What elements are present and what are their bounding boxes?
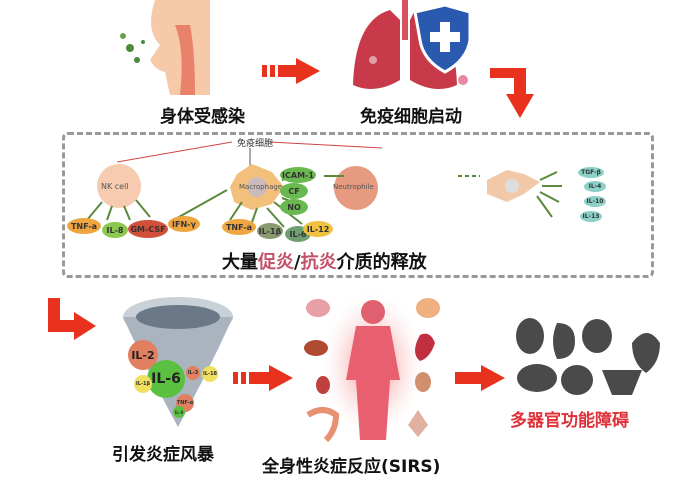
immune-cells-label: 免疫细胞 <box>237 139 274 149</box>
mediator-pill: CF <box>280 183 308 199</box>
arrow-right-icon <box>262 58 320 84</box>
bent-arrow-down-icon <box>490 68 534 118</box>
step-storm-label: 引发炎症风暴 <box>112 445 214 465</box>
mediator-pill: IL-13 <box>580 211 602 222</box>
damaged-organs-illustration <box>516 318 660 395</box>
macrophage-label: Macrophage <box>239 183 283 191</box>
neutrophil-label: Neutrophile <box>333 183 374 191</box>
title-pro-inflammatory: 促炎 <box>258 252 294 273</box>
mediator-pill: IL-12 <box>303 221 333 237</box>
title-part: 大量 <box>222 252 258 273</box>
title-slash: / <box>294 252 301 273</box>
title-part: 介质的释放 <box>336 252 427 273</box>
cytokine-ball: IL-8 <box>173 406 185 418</box>
mediator-pill: GM-CSF <box>128 220 168 238</box>
mediator-pill: IL-10 <box>584 196 606 207</box>
mediator-pill: TNF-a <box>222 219 256 235</box>
lungs-shield-illustration <box>353 0 472 89</box>
mediator-pill: NO <box>280 199 308 215</box>
cytokine-ball: IL-1β <box>134 375 152 393</box>
step-immune-activation-label: 免疫细胞启动 <box>360 107 462 127</box>
cytokine-ball: IL-6 <box>147 360 185 398</box>
body-organs-illustration <box>304 290 440 443</box>
mediator-pill: IL-4 <box>584 181 606 192</box>
nk-cell-label: NK cell <box>101 182 129 191</box>
cytokine-ball: IL-3 <box>186 366 200 380</box>
bent-arrow-right-icon <box>48 298 96 340</box>
mediator-pill: TNF-a <box>67 218 101 234</box>
step-infection-label: 身体受感染 <box>160 107 245 127</box>
mediator-release-title: 大量促炎/抗炎介质的释放 <box>222 248 427 274</box>
infected-head-illustration <box>120 0 210 95</box>
arrow-right-icon <box>455 365 505 391</box>
mediator-release-panel <box>62 132 654 278</box>
arrow-right-icon <box>233 365 293 391</box>
mediator-pill: TGF-β <box>578 167 604 178</box>
cytokine-ball: IL-18 <box>202 366 218 382</box>
mediator-pill: ICAM-1 <box>280 167 316 183</box>
mediator-pill: IL-8 <box>102 222 128 238</box>
mediator-pill: IFN-γ <box>168 216 200 232</box>
step-mods-label: 多器官功能障碍 <box>510 411 629 431</box>
step-sirs-label: 全身性炎症反应(SIRS) <box>262 457 441 477</box>
title-anti-inflammatory: 抗炎 <box>300 252 337 273</box>
mediator-pill: IL-1β <box>257 223 283 239</box>
